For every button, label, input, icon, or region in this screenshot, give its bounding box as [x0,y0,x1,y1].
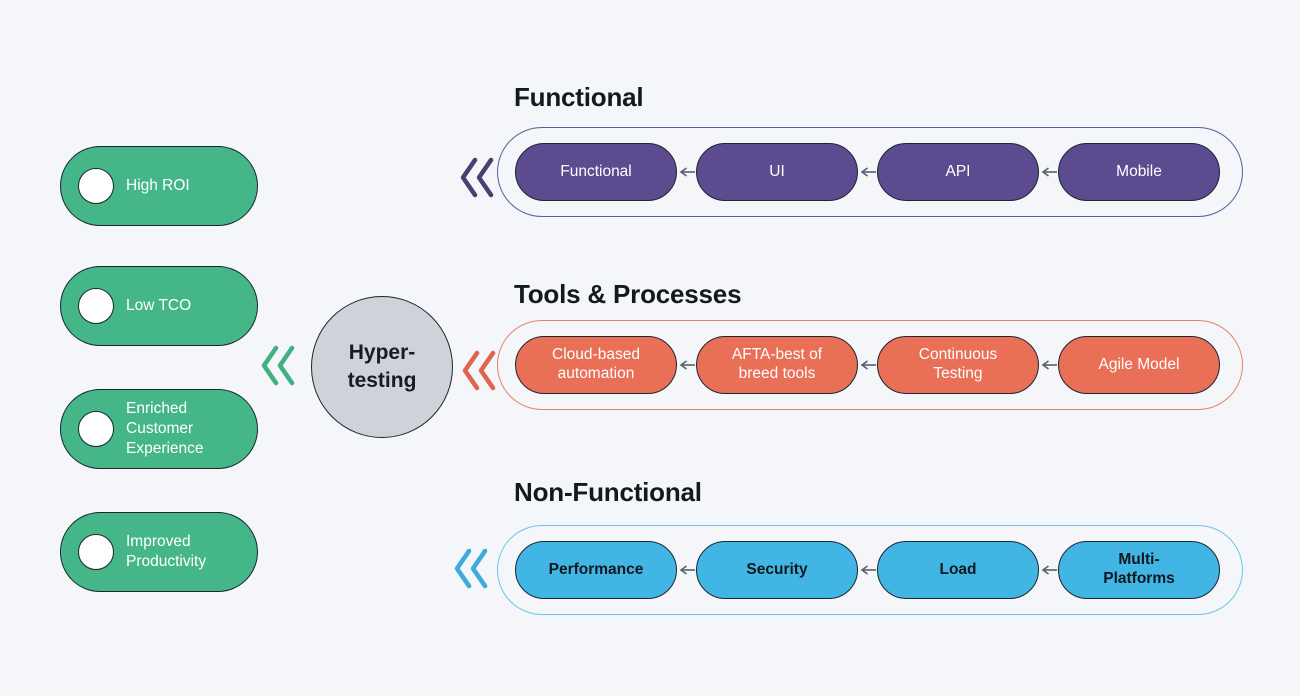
benefit-pill-enriched-customer-experience: Enriched Customer Experience [60,389,258,469]
tools-title: Tools & Processes [514,279,742,309]
pill-continuous-testing: Continuous Testing [877,336,1039,394]
pill-performance: Performance [515,541,677,599]
pill-ui: UI [696,143,858,201]
benefit-pill-low-tco: Low TCO [60,266,258,346]
benefit-label: High ROI [126,177,190,195]
functional-double-chevron-left-icon [460,157,494,198]
pill-load: Load [877,541,1039,599]
pill-label: Agile Model [1098,355,1180,373]
functional-group-outline [497,127,1243,217]
benefits-double-chevron-left-icon [261,345,295,386]
pill-label: Multi- Platforms [1103,551,1175,587]
arrow-left-icon [1041,565,1057,575]
benefit-dot-icon [78,411,114,447]
pill-label: AFTA-best of breed tools [731,346,823,382]
functional-title: Functional [514,82,644,112]
pill-label: Load [939,560,977,578]
arrow-left-icon [1041,167,1057,177]
benefit-dot-icon [78,288,114,324]
hub-circle: Hyper- testing [311,296,453,438]
pill-label: Mobile [1116,162,1162,180]
arrow-left-icon [860,167,876,177]
benefit-pill-improved-productivity: Improved Productivity [60,512,258,592]
benefit-label: Low TCO [126,297,192,315]
arrow-left-icon [860,565,876,575]
arrow-left-icon [860,360,876,370]
arrow-left-icon [679,167,695,177]
arrow-left-icon [679,360,695,370]
benefit-dot-icon [78,168,114,204]
pill-label: Functional [560,162,632,180]
pill-api: API [877,143,1039,201]
nonfunctional-title: Non-Functional [514,477,702,507]
pill-label: Continuous Testing [918,346,998,382]
arrow-left-icon [679,565,695,575]
arrow-left-icon [1041,360,1057,370]
pill-label: Security [746,560,808,578]
pill-label: UI [769,162,785,180]
pill-multi-platforms: Multi- Platforms [1058,541,1220,599]
tools-double-chevron-left-icon [462,350,496,391]
pill-cloud-based-automation: Cloud-based automation [515,336,677,394]
pill-security: Security [696,541,858,599]
benefit-label: Enriched Customer Experience [126,400,204,457]
pill-label: API [945,162,971,180]
benefit-dot-icon [78,534,114,570]
pill-label: Cloud-based automation [552,346,640,382]
nonfunctional-group-outline [497,525,1243,615]
benefit-pill-high-roi: High ROI [60,146,258,226]
tools-group-outline [497,320,1243,410]
nonfunctional-double-chevron-left-icon [454,548,488,589]
pill-mobile: Mobile [1058,143,1220,201]
pill-functional: Functional [515,143,677,201]
hub-label: Hyper- testing [347,340,417,392]
pill-label: Performance [548,560,644,578]
pill-agile-model: Agile Model [1058,336,1220,394]
pill-afta-best-of-breed-tools: AFTA-best of breed tools [696,336,858,394]
benefit-label: Improved Productivity [126,533,207,570]
